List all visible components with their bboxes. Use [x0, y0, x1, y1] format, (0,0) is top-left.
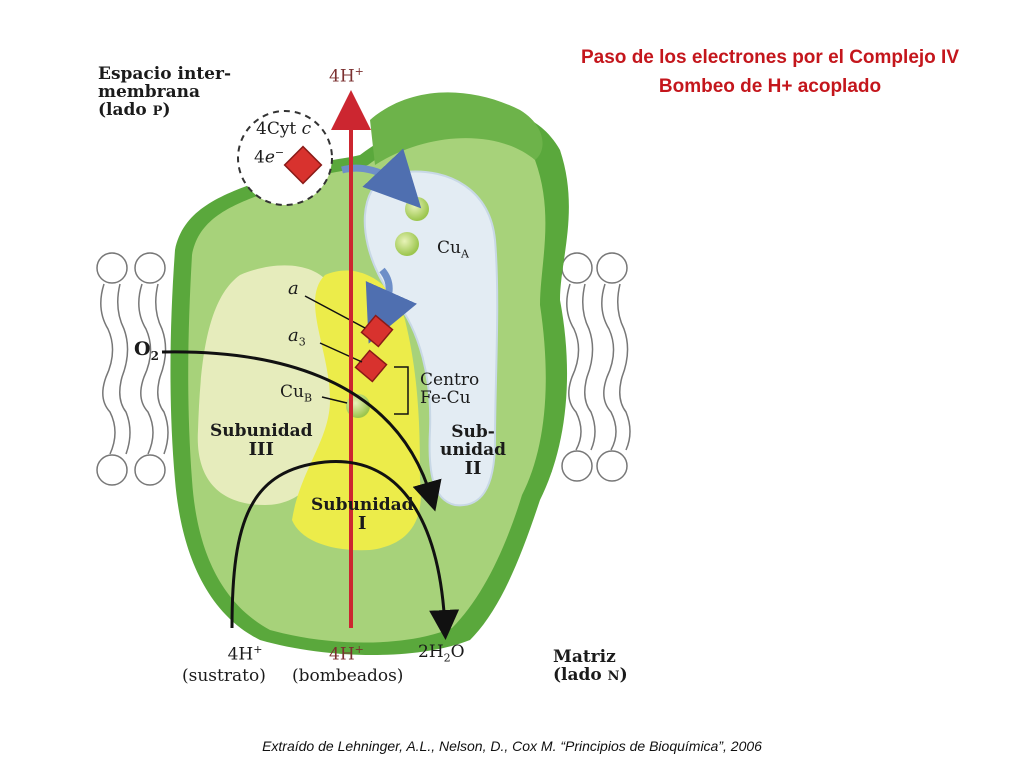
electrons-label: 4e−: [254, 146, 285, 168]
electron-path-arrow-2: [365, 267, 417, 344]
cu-b-label: CuB: [280, 382, 313, 405]
subunit-iii-label: Subunidad III: [210, 421, 313, 460]
proton-top-label: 4H+: [329, 65, 364, 87]
substrate-note: (sustrato): [182, 666, 266, 686]
heme-a-label: a: [288, 278, 299, 299]
subunit-iii-shape: [197, 265, 340, 505]
cu-a-sphere-2: [395, 232, 419, 256]
bracket-fe-cu: [394, 366, 409, 415]
o2-label: O2: [134, 338, 159, 363]
subunit-i-label: Subunidad I: [311, 495, 414, 534]
cu-a-label: CuA: [437, 238, 469, 261]
source-caption: Extraído de Lehninger, A.L., Nelson, D.,…: [262, 738, 762, 754]
electron-path-arrow-1: [341, 148, 422, 209]
heme-a3: [354, 349, 388, 383]
water-label: 2H2O: [418, 642, 465, 665]
cyt-c-label: 4Cyt c: [256, 119, 312, 139]
cytochrome-c-circle: [237, 110, 333, 206]
intermembrane-label: Espacio inter- membrana (lado P): [98, 64, 231, 120]
cytochrome-c-heme: [283, 145, 323, 185]
proton-substrate-label: 4H+: [227, 643, 263, 665]
title-line-2: Bombeo de H+ acoplado: [658, 76, 882, 97]
title-line-1: Paso de los electrones por el Complejo I…: [581, 47, 959, 68]
proton-pumped-label: 4H+: [329, 643, 364, 665]
pointer-heme-a3: [319, 342, 363, 363]
pointer-heme-a: [304, 295, 366, 329]
pumped-note: (bombeados): [292, 666, 404, 686]
fe-cu-center-label: Centro Fe-Cu: [420, 370, 480, 408]
heme-a3-label: a3: [288, 325, 306, 349]
subunit-ii-label: Sub- unidad II: [440, 422, 506, 479]
heme-a: [360, 314, 394, 348]
pointer-cu-b: [321, 396, 348, 404]
substrate-proton-arrow: [230, 460, 460, 640]
complex-top-lobe: [370, 92, 543, 165]
o2-arrow: [161, 350, 442, 512]
cu-a-sphere-1: [405, 197, 429, 221]
membrane-lipids-left: [96, 252, 169, 486]
matrix-label: Matriz (lado N): [553, 647, 628, 685]
